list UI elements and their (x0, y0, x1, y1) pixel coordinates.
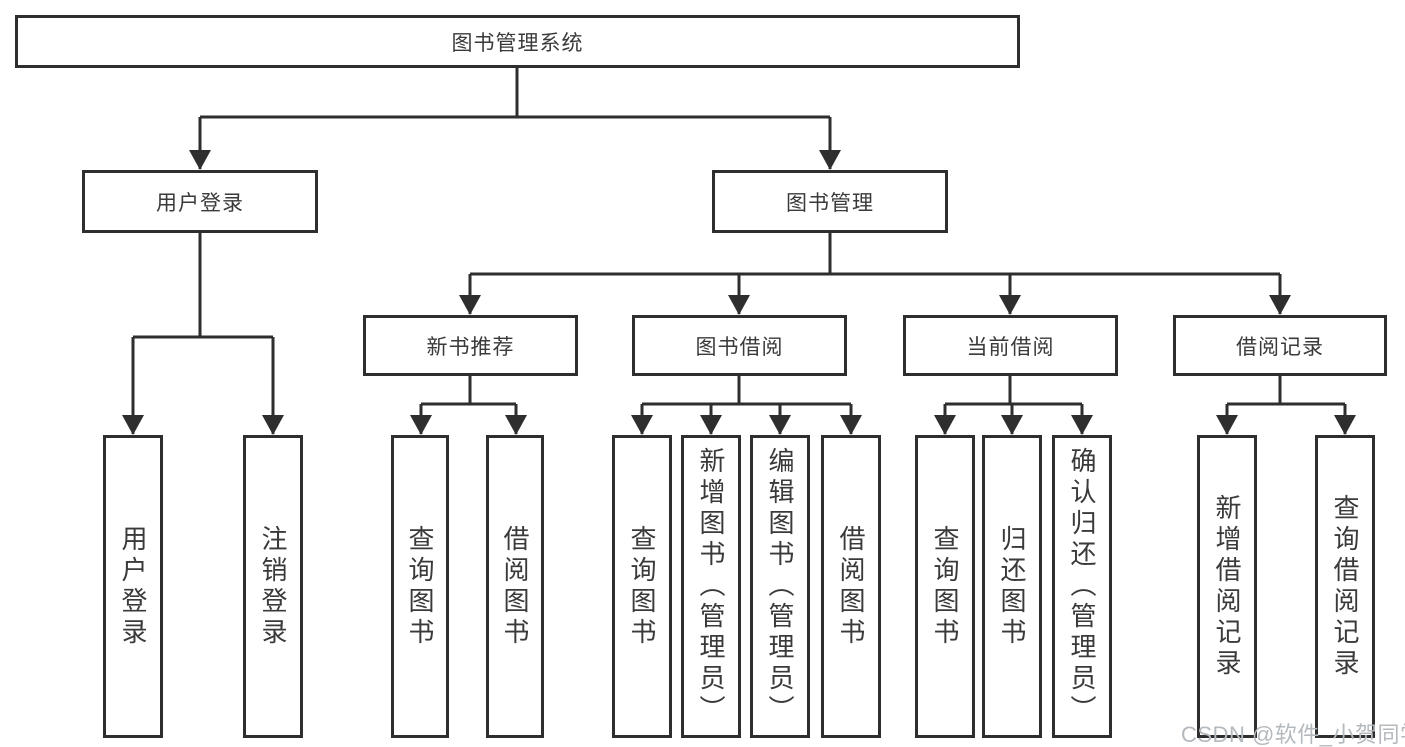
leaf-borrow-add-books-admin: 新增图书（管理员） (681, 435, 741, 738)
leaf-newbook-query-books: 查询图书 (391, 435, 449, 738)
connector-root-split (200, 68, 830, 119)
leaf-user-login: 用户登录 (103, 435, 163, 738)
node-current-borrowing: 当前借阅 (903, 315, 1118, 376)
leaf-current-query-books: 查询图书 (915, 435, 975, 738)
leaf-records-add-record: 新增借阅记录 (1197, 435, 1257, 738)
leaf-current-return-books: 归还图书 (982, 435, 1042, 738)
leaf-borrow-query-books: 查询图书 (612, 435, 672, 738)
csdn-watermark: CSDN @软件_小贺同学 (1181, 722, 1405, 747)
connector-curborrow-split (945, 376, 1082, 406)
leaf-borrow-edit-books-admin: 编辑图书（管理员） (750, 435, 810, 738)
node-book-borrowing: 图书借阅 (632, 315, 847, 376)
node-user-login: 用户登录 (82, 170, 318, 233)
leaf-records-query-record: 查询借阅记录 (1315, 435, 1375, 738)
connector-bookmgmt-split (470, 233, 1280, 276)
connector-borrowrec-split (1227, 376, 1345, 406)
node-borrowing-records: 借阅记录 (1173, 315, 1387, 376)
leaf-current-confirm-return-admin: 确认归还（管理员） (1052, 435, 1112, 738)
node-book-management: 图书管理 (712, 170, 948, 233)
node-root-book-management-system: 图书管理系统 (15, 15, 1020, 68)
connector-bookborrow-split (642, 376, 851, 406)
leaf-newbook-borrow-books: 借阅图书 (486, 435, 544, 738)
connector-newbook-split (421, 376, 516, 406)
connector-userlogin-split (133, 233, 273, 339)
leaf-borrow-borrow-books: 借阅图书 (821, 435, 881, 738)
node-new-book-recommend: 新书推荐 (363, 315, 578, 376)
leaf-logout: 注销登录 (243, 435, 303, 738)
